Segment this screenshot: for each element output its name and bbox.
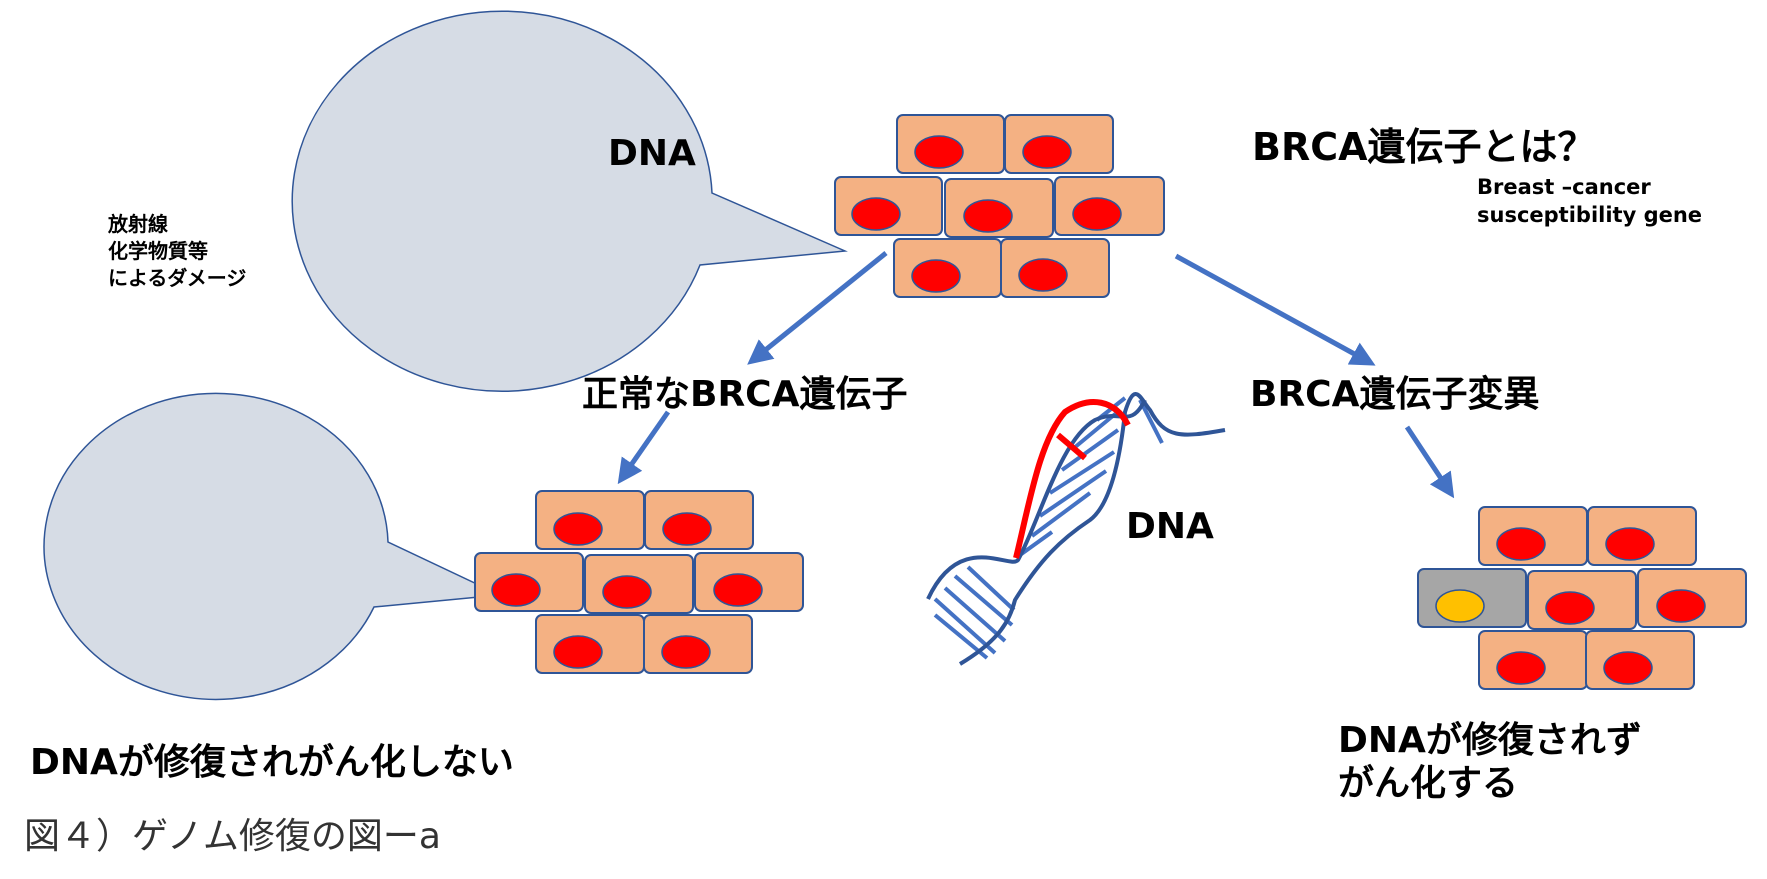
helix-dna-label: DNA xyxy=(1126,506,1214,547)
nucleus xyxy=(1656,589,1706,623)
cell-cluster-repaired xyxy=(474,490,804,674)
cell xyxy=(1054,176,1165,236)
cell-cluster-top xyxy=(834,114,1165,298)
brca-english-line2: susceptibility gene xyxy=(1477,203,1702,227)
nucleus xyxy=(491,573,541,607)
nucleus xyxy=(851,197,901,231)
cell xyxy=(694,552,804,612)
dna-damaged-rung xyxy=(1056,432,1087,461)
cell-cluster-cancer xyxy=(1417,506,1747,690)
arrow-to-normal xyxy=(747,251,888,365)
cell xyxy=(944,178,1054,238)
arrow-to-mutant xyxy=(1174,253,1376,366)
speech-bubble-bottom xyxy=(43,392,503,701)
damage-cause-line2: 化学物質等 xyxy=(108,239,208,263)
damage-cause-line1: 放射線 xyxy=(107,212,168,236)
cell xyxy=(1637,568,1747,628)
cell xyxy=(644,490,754,550)
cell-mutant xyxy=(1417,568,1527,628)
dna-helix xyxy=(926,392,1226,666)
nucleus xyxy=(553,635,603,669)
nucleus xyxy=(914,135,964,169)
nucleus xyxy=(661,635,711,669)
nucleus xyxy=(1605,527,1655,561)
outcome-mutant-line1: DNAが修復されず xyxy=(1338,720,1642,761)
cell xyxy=(535,614,645,674)
speech-bubble-top xyxy=(291,10,848,392)
cell xyxy=(1004,114,1114,174)
cell xyxy=(1478,630,1588,690)
nucleus xyxy=(1496,527,1546,561)
cell xyxy=(584,554,694,614)
cell xyxy=(643,614,753,674)
nucleus xyxy=(662,512,712,546)
nucleus xyxy=(911,259,961,293)
damage-cause-line3: によるダメージ xyxy=(108,266,246,290)
nucleus xyxy=(1603,651,1653,685)
bubble-top-dna-label: DNA xyxy=(608,133,696,174)
cell xyxy=(474,552,584,612)
nucleus-mutant xyxy=(1435,589,1485,623)
nucleus xyxy=(963,199,1013,233)
cell xyxy=(1527,570,1637,630)
brca-english-line1: Breast –cancer xyxy=(1477,175,1651,199)
cell xyxy=(834,176,943,236)
nucleus xyxy=(1496,651,1546,685)
nucleus xyxy=(1018,258,1068,292)
cell xyxy=(1585,630,1695,690)
cell xyxy=(1587,506,1697,566)
nucleus xyxy=(553,512,603,546)
cell xyxy=(1478,506,1588,566)
nucleus xyxy=(602,575,652,609)
nucleus xyxy=(1022,135,1072,169)
arrow-mutant-to-cells xyxy=(1404,425,1455,499)
brca-title: BRCA遺伝子とは？ xyxy=(1252,125,1596,169)
nucleus xyxy=(1545,591,1595,625)
dna-rungs xyxy=(933,396,1164,660)
nucleus xyxy=(1072,197,1122,231)
cell xyxy=(535,490,645,550)
outcome-normal-label: DNAが修復されがん化しない xyxy=(30,742,514,783)
dna-strand-2 xyxy=(958,392,1226,666)
cell xyxy=(1000,238,1110,298)
cell xyxy=(893,238,1002,298)
figure-caption: 図４）ゲノム修復の図ーa xyxy=(24,816,441,857)
outcome-mutant-line2: がん化する xyxy=(1338,763,1518,804)
nucleus xyxy=(713,573,763,607)
normal-brca-label: 正常なBRCA遺伝子 xyxy=(582,374,907,415)
dna-damaged-strand xyxy=(1013,399,1131,559)
mutant-brca-label: BRCA遺伝子変異 xyxy=(1250,373,1539,415)
arrow-normal-to-cells xyxy=(617,410,671,485)
cell xyxy=(896,114,1005,174)
